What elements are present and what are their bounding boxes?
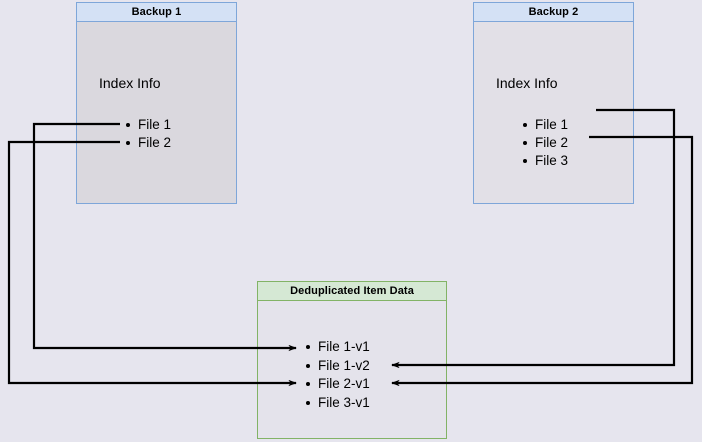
node-dedup-title: Deduplicated Item Data [257,281,447,301]
backup-2-index-info-label: Index Info [496,75,558,91]
node-dedup-body: File 1-v1 File 1-v2 File 2-v1 File 3-v1 [257,301,447,439]
node-backup-1-title: Backup 1 [76,2,237,22]
list-item[interactable]: File 3 [522,152,568,170]
list-item[interactable]: File 1 [125,116,171,134]
node-backup-2[interactable]: Backup 2 Index Info File 1 File 2 File 3 [473,2,634,204]
node-backup-1-body: Index Info File 1 File 2 [76,22,237,204]
list-item[interactable]: File 2 [522,134,568,152]
list-item[interactable]: File 1-v1 [305,338,370,357]
backup-1-file-list: File 1 File 2 [125,116,171,152]
list-item[interactable]: File 2 [125,134,171,152]
list-item[interactable]: File 3-v1 [305,394,370,413]
backup-1-index-info-label: Index Info [99,75,161,91]
list-item[interactable]: File 2-v1 [305,375,370,394]
dedup-file-list: File 1-v1 File 1-v2 File 2-v1 File 3-v1 [305,338,370,412]
node-backup-1[interactable]: Backup 1 Index Info File 1 File 2 [76,2,237,204]
node-backup-2-title: Backup 2 [473,2,634,22]
list-item[interactable]: File 1 [522,116,568,134]
list-item[interactable]: File 1-v2 [305,357,370,376]
node-backup-2-body: Index Info File 1 File 2 File 3 [473,22,634,204]
backup-2-file-list: File 1 File 2 File 3 [522,116,568,170]
node-deduplicated-item-data[interactable]: Deduplicated Item Data File 1-v1 File 1-… [257,281,447,439]
